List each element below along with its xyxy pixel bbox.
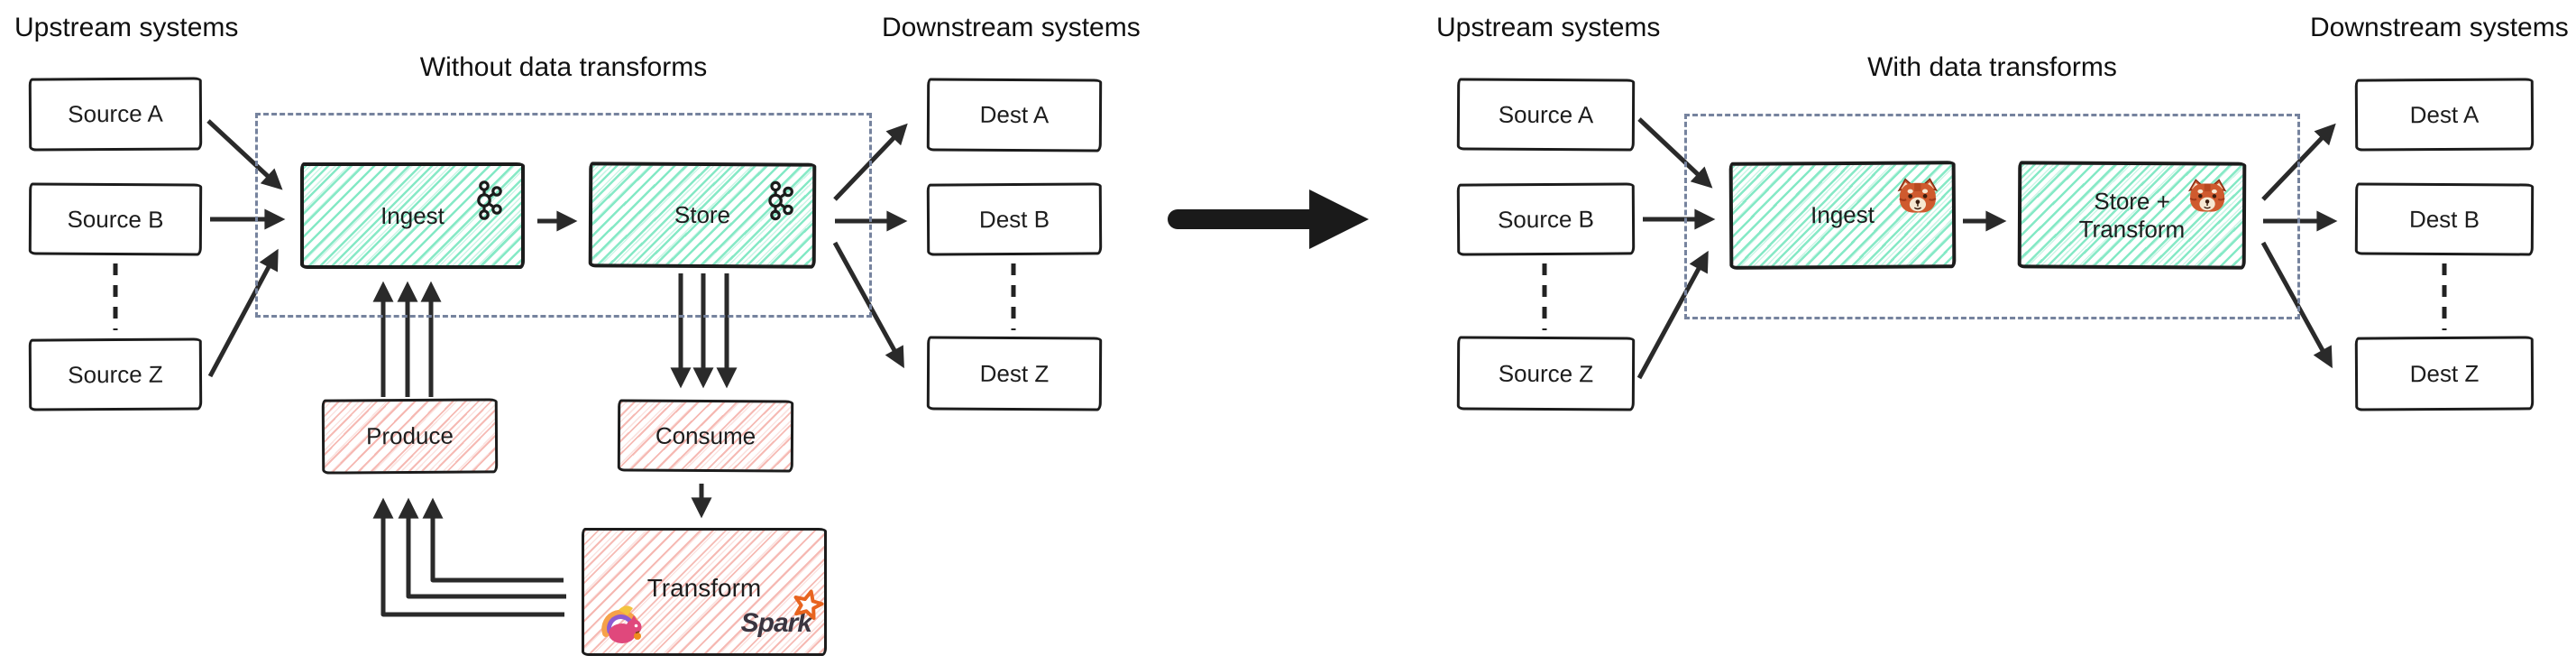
arrow-storetransform-to-destZ	[2260, 241, 2333, 369]
source-z-label-right: Source Z	[1498, 359, 1594, 387]
source-b-label-left: Source B	[67, 205, 164, 233]
dest-a-label-left: Dest A	[979, 100, 1050, 129]
store-transform-label: Store +Transform	[2079, 188, 2186, 244]
source-b-label-right: Source B	[1497, 205, 1595, 233]
right-upstream-title: Upstream systems	[1436, 13, 1661, 42]
source-z-box-left: Source Z	[28, 337, 203, 411]
transform-label: Transform	[646, 574, 762, 602]
source-a-box-left: Source A	[28, 77, 203, 152]
arrow-sourceZ-to-ingest-r	[1636, 250, 1709, 380]
kafka-logo-icon	[768, 180, 793, 221]
source-z-label-left: Source Z	[68, 360, 163, 388]
kafka-logo-icon	[477, 180, 502, 220]
store-label-left: Store	[674, 200, 731, 229]
arrow-store-to-destA	[833, 123, 908, 201]
arrow-sourceA-to-ingest-r	[1637, 117, 1713, 189]
ingest-box-left: Ingest	[300, 162, 525, 269]
dest-b-label-left: Dest B	[978, 205, 1050, 233]
source-b-box-left: Source B	[28, 182, 203, 256]
transform-box: Transform Spark	[582, 528, 827, 656]
left-downstream-title: Downstream systems	[882, 13, 1141, 42]
right-pipeline-boundary	[1684, 114, 2300, 319]
dest-b-box-left: Dest B	[926, 182, 1103, 256]
flink-squirrel-icon	[601, 605, 642, 643]
store-transform-box: Store +Transform	[2017, 161, 2247, 270]
dest-z-box-left: Dest Z	[926, 336, 1103, 411]
source-b-box-right: Source B	[1456, 182, 1636, 256]
source-a-box-right: Source A	[1456, 78, 1636, 152]
redpanda-logo-icon	[2187, 179, 2227, 212]
source-a-label-left: Source A	[68, 99, 163, 128]
spark-logo: Spark	[741, 589, 824, 639]
right-diagram-title: With data transforms	[1867, 52, 2117, 82]
redpanda-logo-icon	[1897, 178, 1939, 213]
left-diagram-title: Without data transforms	[419, 52, 708, 82]
left-pipeline-boundary	[255, 113, 872, 318]
dest-z-box-right: Dest Z	[2354, 336, 2535, 411]
source-z-box-right: Source Z	[1456, 336, 1636, 411]
dest-b-label-right: Dest B	[2408, 205, 2480, 233]
arrow-transform-to-produce-1	[422, 497, 564, 583]
ingest-label-right: Ingest	[1810, 200, 1875, 229]
dest-a-label-right: Dest A	[2409, 100, 2480, 128]
store-transform-label-line2: Transform	[2078, 215, 2186, 243]
ingest-label-left: Ingest	[380, 201, 445, 229]
store-transform-label-line1: Store +	[2094, 187, 2170, 216]
arrow-sourceZ-to-ingest	[207, 248, 279, 378]
dest-a-box-left: Dest A	[926, 78, 1103, 152]
ingest-box-right: Ingest	[1728, 161, 1957, 270]
dest-z-label-left: Dest Z	[979, 359, 1050, 387]
produce-box: Produce	[321, 398, 499, 475]
left-diagram-arrows	[206, 119, 908, 617]
dest-b-box-right: Dest B	[2354, 182, 2535, 256]
consume-label: Consume	[655, 421, 756, 449]
right-downstream-title: Downstream systems	[2310, 13, 2569, 42]
arrow-store-to-destZ	[832, 241, 904, 369]
arrow-storetransform-to-destA	[2261, 123, 2336, 201]
store-box-left: Store	[588, 162, 817, 269]
dest-a-box-right: Dest A	[2354, 78, 2535, 152]
spark-star-icon	[793, 589, 824, 621]
arrow-sourceA-to-ingest	[206, 119, 283, 190]
produce-label: Produce	[365, 421, 454, 450]
source-a-label-right: Source A	[1498, 100, 1594, 128]
ellipsis-connectors	[113, 263, 2447, 330]
arrow-transform-to-produce-3	[372, 497, 564, 617]
dest-z-label-right: Dest Z	[2409, 359, 2480, 387]
right-diagram-arrows	[1636, 117, 2338, 380]
arrow-transform-to-produce-2	[398, 497, 566, 599]
consume-box: Consume	[617, 399, 794, 473]
left-upstream-title: Upstream systems	[14, 13, 239, 42]
